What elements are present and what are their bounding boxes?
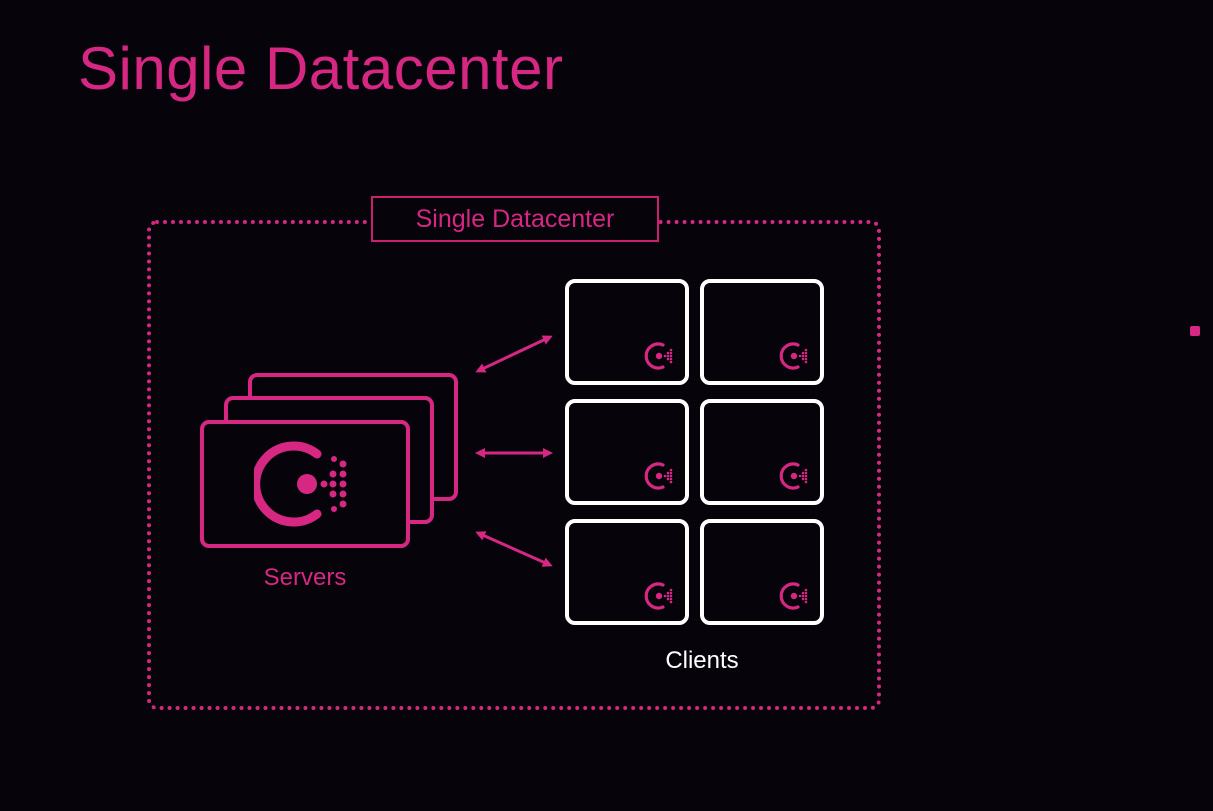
client-card <box>565 519 689 625</box>
datacenter-label: Single Datacenter <box>371 196 659 242</box>
consul-logo-icon <box>779 582 808 610</box>
consul-logo-icon <box>644 342 673 370</box>
servers-label: Servers <box>263 564 347 591</box>
client-card <box>700 399 824 505</box>
arrow-top <box>475 335 553 373</box>
consul-logo-icon <box>644 462 673 490</box>
consul-logo-icon <box>644 582 673 610</box>
side-marker <box>1190 326 1200 336</box>
clients-label: Clients <box>665 647 739 674</box>
arrow-bottom <box>475 531 553 567</box>
slide-title: Single Datacenter <box>78 35 564 102</box>
client-card <box>700 279 824 385</box>
client-card <box>565 399 689 505</box>
consul-logo-icon <box>254 441 347 527</box>
consul-logo-icon <box>779 342 808 370</box>
server-card-front <box>200 420 410 548</box>
client-card <box>700 519 824 625</box>
consul-logo-icon <box>779 462 808 490</box>
datacenter-label-text: Single Datacenter <box>415 204 615 233</box>
client-card <box>565 279 689 385</box>
